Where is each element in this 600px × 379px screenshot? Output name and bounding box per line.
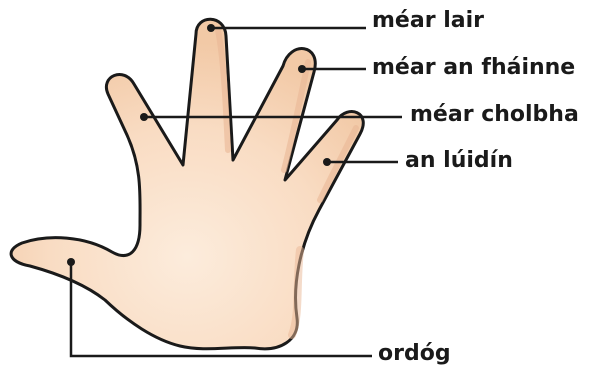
label-little-finger: an lúidín [405,148,513,174]
label-thumb: ordóg [378,341,451,367]
dot-middle-finger [207,24,215,32]
label-middle-finger: méar lair [372,8,484,34]
dot-thumb [67,258,75,266]
dot-index-finger [140,113,148,121]
dot-little-finger [323,158,331,166]
dot-ring-finger [298,65,306,73]
label-index-finger: méar cholbha [410,102,579,128]
label-ring-finger: méar an fháinne [372,55,575,81]
